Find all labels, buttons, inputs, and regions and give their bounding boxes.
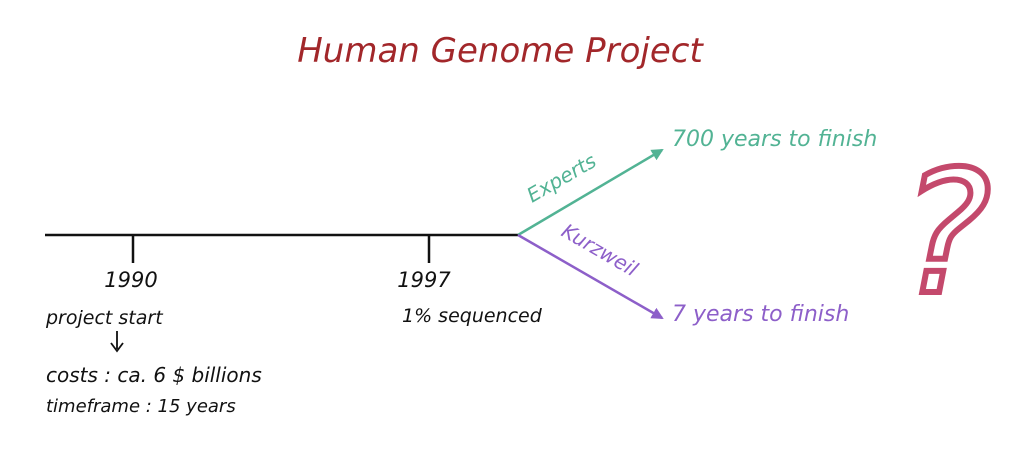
branch-kurzweil-outcome: 7 years to finish	[672, 302, 849, 327]
milestone-caption-1997: 1% sequenced	[402, 305, 543, 327]
milestone-year-1997: 1997	[397, 268, 451, 292]
milestone-caption-1990: project start	[45, 307, 164, 329]
question-mark: ?	[901, 135, 991, 333]
branch-experts-outcome: 700 years to finish	[672, 127, 877, 152]
milestone-detail-timeframe: timeframe : 15 years	[46, 396, 236, 417]
milestone-detail-costs: costs : ca. 6 $ billions	[46, 363, 262, 387]
branch-kurzweil-arrow	[517, 233, 664, 320]
milestone-year-1990: 1990	[104, 268, 157, 292]
branch-experts-label: Experts	[523, 149, 601, 208]
branch-experts-arrow	[517, 148, 664, 237]
down-arrow-icon	[110, 331, 124, 353]
branch-kurzweil-label: Kurzweil	[558, 219, 643, 282]
diagram-title: Human Genome Project	[297, 31, 704, 71]
